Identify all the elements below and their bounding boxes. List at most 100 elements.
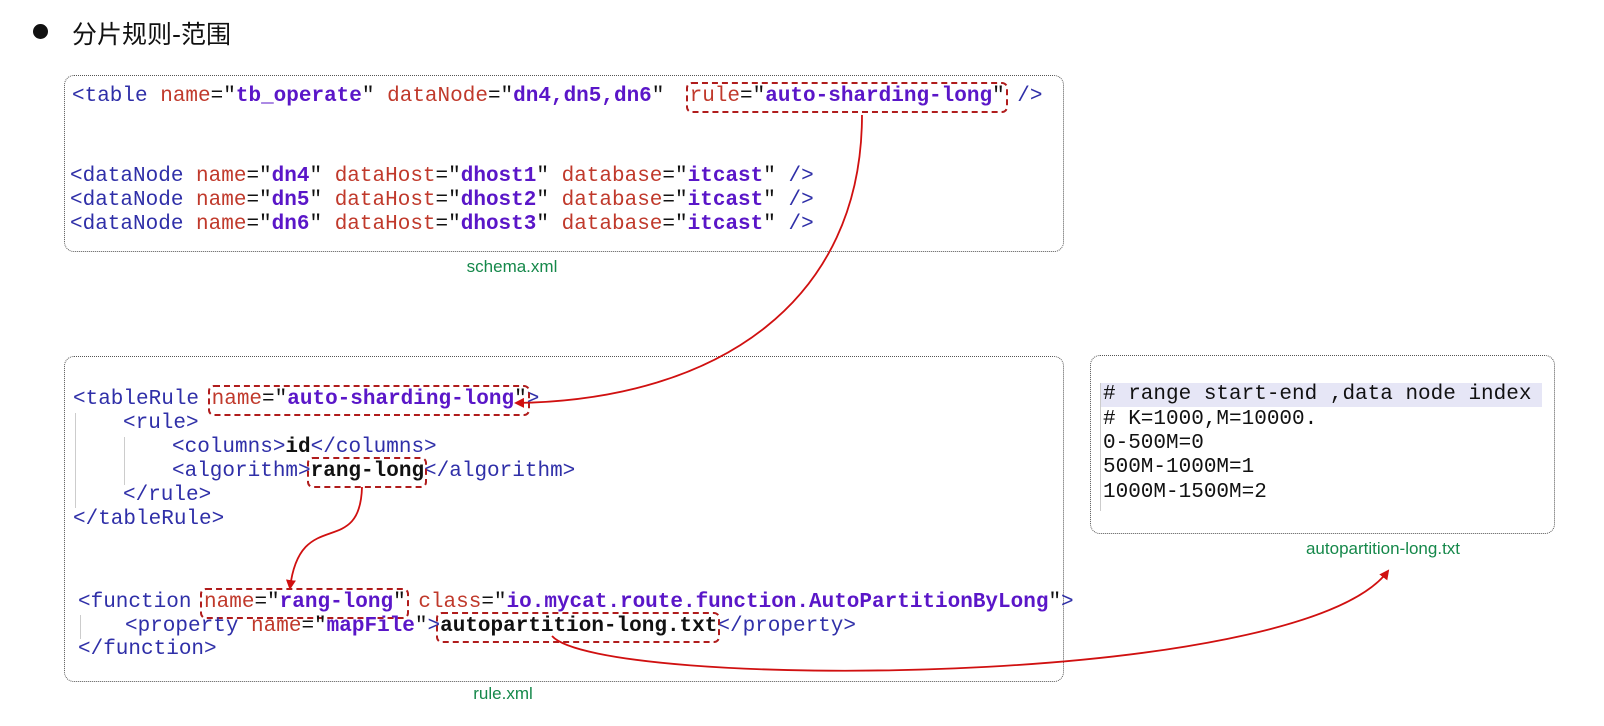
rule-code-line: <function name="rang-long" class="io.myc… (78, 591, 1074, 615)
rule-code-box (64, 356, 1064, 682)
arrow-rule-to-tablerule (514, 114, 863, 408)
xml-attribute: name (196, 213, 247, 236)
rule-caption: rule.xml (473, 684, 533, 703)
xml-tag: /> (788, 213, 814, 236)
xml-attribute: dataHost (334, 189, 436, 212)
xml-tag: <table (72, 85, 161, 108)
xml-attribute: name (196, 189, 247, 212)
mapfile-line: 1000M-1500M=2 (1103, 481, 1267, 504)
mapfile-line: 0-500M=0 (1103, 432, 1204, 455)
xml-punctuation: " (1048, 591, 1062, 614)
highlighted-token: autopartition-long.txt (440, 615, 717, 638)
highlighted-token: name="rang-long" (204, 591, 406, 614)
xml-value: dn4 (271, 165, 310, 188)
xml-tag: <dataNode (70, 189, 197, 212)
xml-punctuation: =" (662, 213, 688, 236)
arrow-algorithm-to-function (285, 486, 363, 590)
xml-punctuation: " (414, 615, 428, 638)
xml-attribute: database (561, 165, 663, 188)
xml-tag: <function (78, 591, 205, 614)
xml-tag: <algorithm> (172, 460, 311, 483)
highlighted-token: rang-long (311, 460, 424, 483)
xml-punctuation: =" (662, 189, 688, 212)
xml-punctuation: " (763, 189, 789, 212)
slide-title: 分片规则-范围 (72, 20, 232, 49)
xml-tag: </rule> (123, 484, 212, 507)
xml-text: id (285, 436, 311, 459)
xml-value: dhost2 (460, 189, 537, 212)
xml-value: mapFile (326, 615, 415, 638)
xml-attribute: database (561, 213, 663, 236)
indent-guide (80, 615, 81, 639)
xml-punctuation: =" (435, 165, 461, 188)
xml-punctuation: " (361, 85, 388, 108)
xml-punctuation: " (536, 213, 562, 236)
xml-value: dhost3 (460, 213, 537, 236)
xml-value: itcast (687, 189, 764, 212)
xml-punctuation: =" (662, 165, 688, 188)
xml-attribute: name (251, 615, 302, 638)
xml-tag: <columns> (172, 436, 286, 459)
xml-tag: > (1061, 591, 1074, 614)
xml-value: dn6 (271, 213, 310, 236)
rule-code-line: <tableRule name="auto-sharding-long"> (73, 388, 539, 412)
xml-value: itcast (687, 213, 764, 236)
xml-tag: > (526, 388, 540, 411)
xml-tag: <rule> (123, 412, 199, 435)
xml-punctuation: =" (246, 213, 272, 236)
xml-value: dhost1 (460, 165, 537, 188)
xml-tag: </property> (717, 615, 856, 638)
xml-tag: <property (125, 615, 252, 638)
rule-code-line: </rule> (123, 484, 211, 508)
xml-tag: <tableRule (73, 388, 212, 411)
xml-attribute: dataHost (334, 165, 436, 188)
xml-punctuation: " (309, 189, 335, 212)
schema-caption: schema.xml (466, 257, 558, 276)
indent-guide (75, 413, 76, 508)
schema-code-line: <dataNode name="dn5" dataHost="dhost2" d… (70, 189, 814, 213)
rule-code-line: <property name="mapFile">autopartition-l… (125, 615, 856, 639)
highlighted-token: rule="auto-sharding-long" (690, 85, 1005, 108)
xml-punctuation: =" (246, 189, 272, 212)
xml-punctuation: " (651, 85, 690, 108)
rule-code-line: <columns>id</columns> (172, 436, 437, 460)
editor-gutter-line (1100, 383, 1101, 511)
xml-tag: /> (788, 165, 814, 188)
xml-attribute: database (561, 189, 663, 212)
xml-punctuation: =" (435, 189, 461, 212)
xml-tag: /> (788, 189, 814, 212)
selected-line-highlight (1100, 383, 1542, 407)
xml-punctuation: " (763, 213, 789, 236)
xml-attribute: dataHost (334, 213, 436, 236)
xml-value: tb_operate (235, 85, 362, 108)
rule-code-line: </function> (78, 638, 217, 662)
xml-punctuation: " (536, 189, 562, 212)
xml-tag: <dataNode (70, 165, 197, 188)
xml-punctuation: =" (487, 85, 514, 108)
rule-code-line: <rule> (123, 412, 199, 436)
xml-attribute: class (418, 591, 482, 614)
mapfile-line: # K=1000,M=10000. (1103, 408, 1318, 431)
indent-guide (124, 437, 125, 485)
xml-punctuation: =" (210, 85, 236, 108)
xml-punctuation: =" (246, 165, 272, 188)
xml-punctuation: " (763, 165, 789, 188)
mapfile-caption: autopartition-long.txt (1305, 539, 1461, 558)
mapfile-line: 500M-1000M=1 (1103, 456, 1255, 479)
schema-code-box (64, 75, 1064, 252)
xml-value: itcast (687, 165, 764, 188)
xml-attribute: name (196, 165, 247, 188)
schema-code-line: <table name="tb_operate" dataNode="dn4,d… (72, 85, 1043, 109)
xml-punctuation: =" (481, 591, 507, 614)
rule-code-line: </tableRule> (73, 508, 224, 532)
xml-tag: <dataNode (70, 213, 197, 236)
xml-punctuation: " (309, 213, 335, 236)
schema-code-line: <dataNode name="dn6" dataHost="dhost3" d… (70, 213, 814, 237)
schema-code-line: <dataNode name="dn4" dataHost="dhost1" d… (70, 165, 814, 189)
xml-punctuation: " (536, 165, 562, 188)
bullet-icon (33, 24, 48, 39)
xml-punctuation: =" (301, 615, 327, 638)
xml-tag: /> (1004, 85, 1043, 108)
xml-tag: </algorithm> (424, 460, 576, 483)
